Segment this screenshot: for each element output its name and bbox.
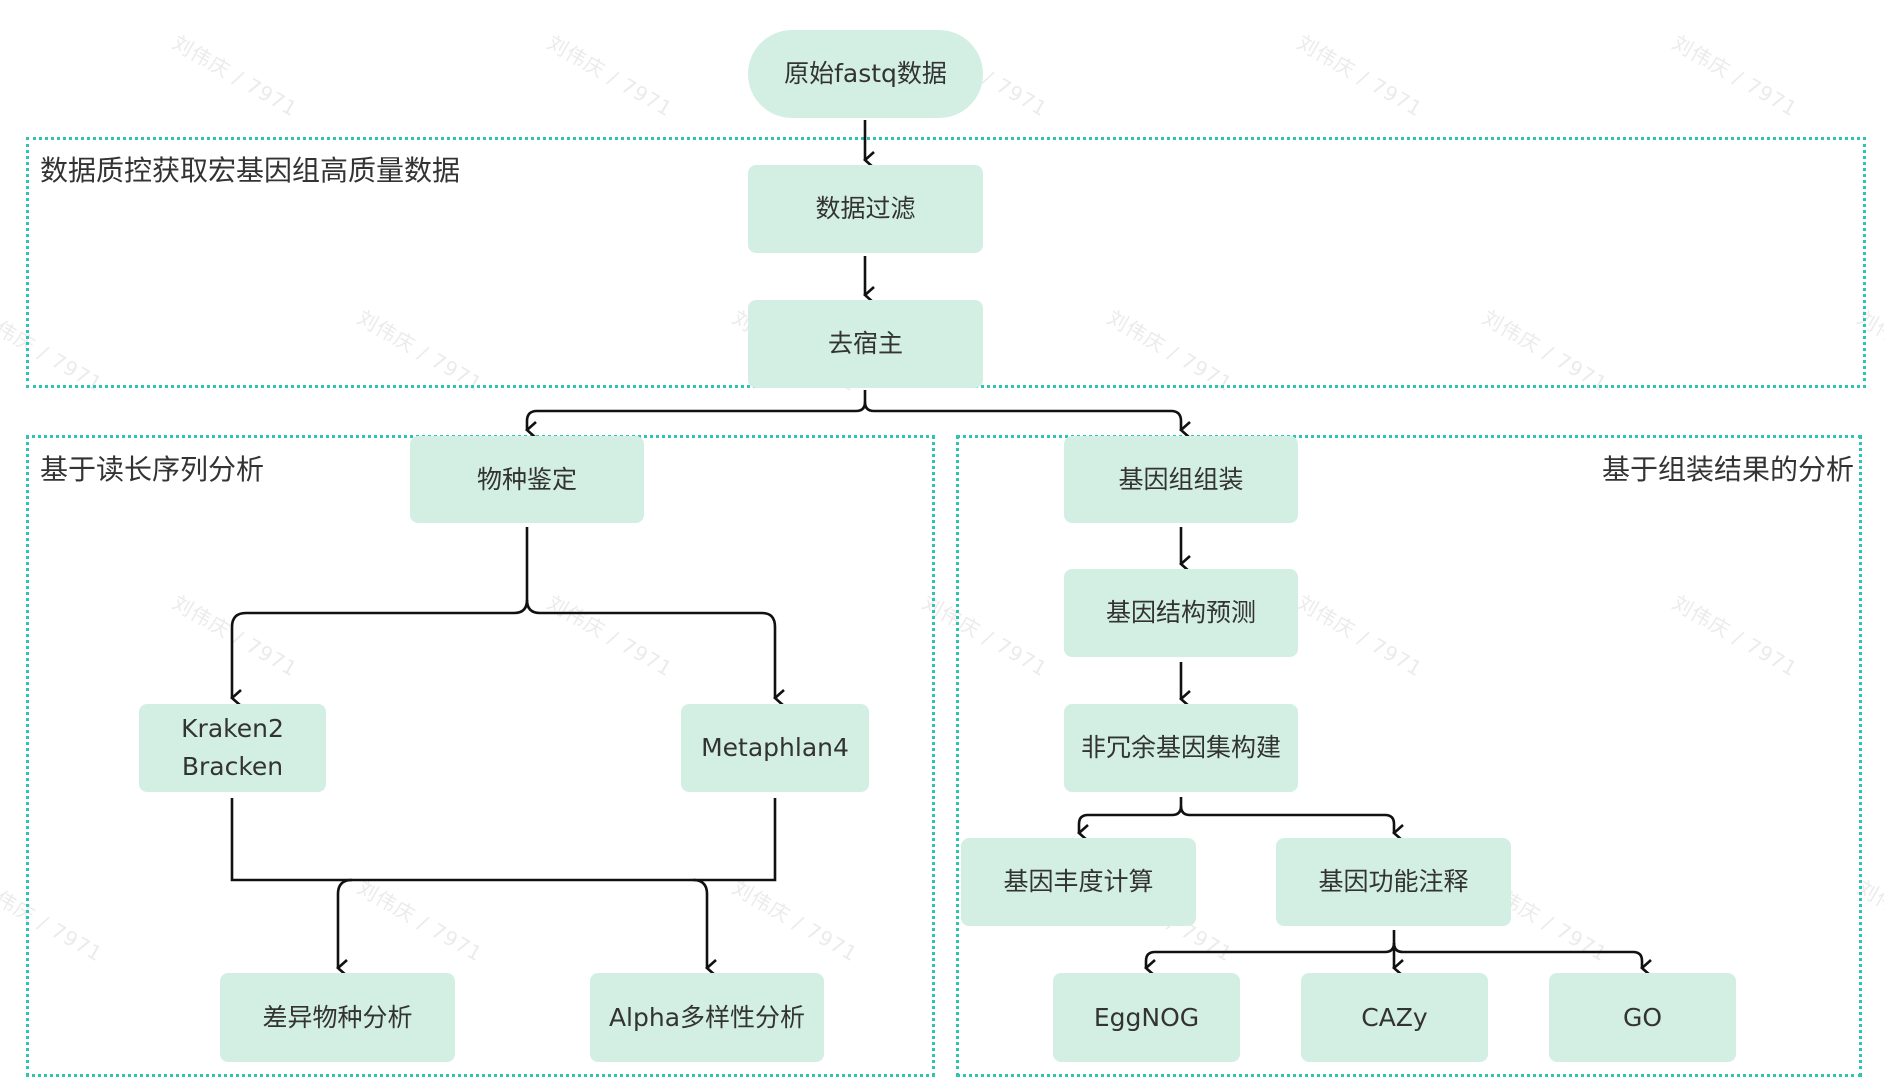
node-genome-assembly-label: 基因组组装	[1118, 464, 1244, 494]
node-gene-function[interactable]: 基因功能注释	[1276, 838, 1511, 926]
node-gene-function-label: 基因功能注释	[1318, 867, 1469, 896]
node-gene-abundance-label: 基因丰度计算	[1003, 867, 1154, 896]
group-reads-title: 基于读长序列分析	[40, 453, 265, 486]
node-eggnog-label: EggNOG	[1093, 1002, 1200, 1032]
node-diff-species[interactable]: 差异物种分析	[220, 973, 455, 1062]
node-raw-fastq-label: 原始fastq数据	[784, 59, 947, 88]
group-qc-title: 数据质控获取宏基因组高质量数据	[40, 154, 461, 187]
watermark-text: 刘伟庆 / 7971	[168, 30, 302, 122]
node-diff-species-label: 差异物种分析	[262, 1002, 413, 1032]
node-gene-prediction-label: 基因结构预测	[1105, 598, 1256, 627]
watermark-text: 刘伟庆 / 7971	[1293, 30, 1427, 122]
edge-dehost-species	[525, 390, 867, 439]
node-data-filter[interactable]: 数据过滤	[748, 165, 983, 253]
watermark-text: 刘伟庆 / 7971	[543, 30, 677, 122]
node-metaphlan4[interactable]: Metaphlan4	[681, 704, 869, 792]
node-alpha-diversity-label: Alpha多样性分析	[608, 1002, 806, 1032]
node-nr-gene-set[interactable]: 非冗余基因集构建	[1064, 704, 1298, 792]
node-metaphlan4-label: Metaphlan4	[701, 733, 849, 762]
node-alpha-diversity[interactable]: Alpha多样性分析	[590, 973, 824, 1062]
edge-dehost-asm	[863, 401, 1191, 439]
node-species-id[interactable]: 物种鉴定	[410, 436, 644, 523]
node-go[interactable]: GO	[1549, 973, 1736, 1062]
node-gene-abundance[interactable]: 基因丰度计算	[961, 838, 1196, 926]
node-species-id-label: 物种鉴定	[476, 464, 577, 494]
node-nr-gene-set-label: 非冗余基因集构建	[1080, 733, 1281, 762]
node-dehost-label: 去宿主	[827, 329, 903, 358]
node-go-label: GO	[1622, 1002, 1663, 1032]
node-cazy-label: CAZy	[1361, 1002, 1428, 1032]
group-assembly-title: 基于组装结果的分析	[1601, 453, 1854, 486]
node-genome-assembly[interactable]: 基因组组装	[1064, 436, 1298, 523]
node-kraken-bracken-label: Kraken2 Bracken	[181, 714, 284, 781]
node-raw-fastq[interactable]: 原始fastq数据	[748, 30, 983, 118]
group-assembly	[956, 435, 1862, 1077]
node-data-filter-label: 数据过滤	[815, 194, 916, 223]
watermark-text: 刘伟庆 / 7971	[1668, 30, 1802, 122]
node-kraken-bracken[interactable]: Kraken2 Bracken	[139, 704, 326, 792]
node-dehost[interactable]: 去宿主	[748, 300, 983, 388]
node-gene-prediction[interactable]: 基因结构预测	[1064, 569, 1298, 657]
node-cazy[interactable]: CAZy	[1301, 973, 1488, 1062]
node-eggnog[interactable]: EggNOG	[1053, 973, 1240, 1062]
